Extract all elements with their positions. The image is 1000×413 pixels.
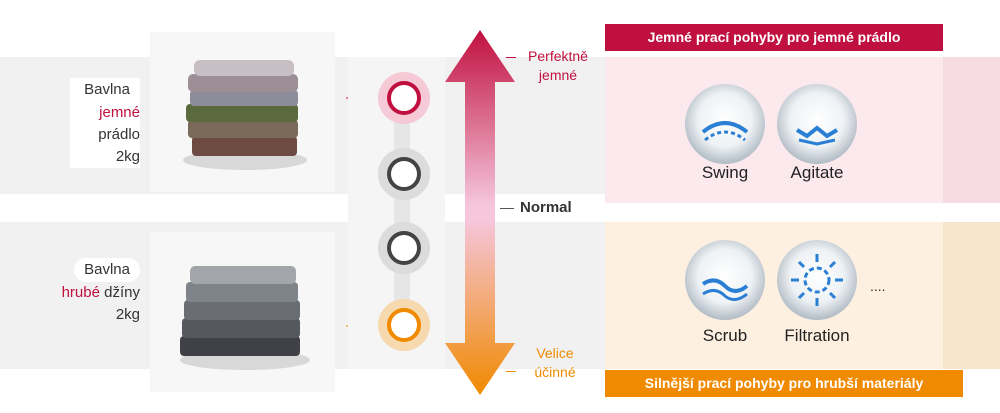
level-1-circle[interactable] [387,81,421,115]
delicates-card [150,32,335,192]
scale-middle-label: Normal [520,199,572,216]
mode-swing-label: Swing [701,163,749,182]
agitate-drum-icon [777,84,857,164]
jeans-card [150,232,335,392]
filtration-drum-icon [777,240,857,320]
scale-middle-tick [500,208,514,209]
gentle-modes-panel [605,57,943,203]
delicates-label: Bavlna jemné prádlo 2kg [70,78,140,168]
gentle-modes-banner: Jemné prací pohyby pro jemné prádlo [605,24,943,51]
jeans-type-highlight: hrubé [61,284,100,301]
scrub-drum-icon [685,240,765,320]
scale-top-tick [506,57,516,58]
gentle-modes-edge [943,57,1000,203]
delicates-type: prádlo [98,126,140,143]
mode-scrub-label: Scrub [702,326,748,345]
jeans-label: Bavlna hrubé džíny 2kg [55,258,140,326]
scale-bottom-tick [506,371,516,372]
delicates-weight: 2kg [115,148,140,165]
level-2-circle[interactable] [387,157,421,191]
delicates-type-highlight: jemné [99,104,140,121]
jeans-weight: 2kg [115,306,140,323]
level-3-circle[interactable] [387,231,421,265]
level-track [394,100,410,326]
scale-bottom-label: Velice účinné [534,345,576,380]
jeans-type: džíny [99,284,140,301]
more-modes-ellipsis: .... [870,278,886,294]
level-4-circle[interactable] [387,308,421,342]
scale-top-label: Perfektně jemné [528,48,588,83]
jeans-fabric: Bavlna [74,258,140,282]
strong-modes-banner: Silnější prací pohyby pro hrubší materiá… [605,370,963,397]
strong-modes-panel [605,222,943,369]
folded-clothes-image [183,60,307,170]
mode-filtration-label: Filtration [784,326,850,345]
intensity-double-arrow-icon [445,30,515,395]
swing-drum-icon [685,84,765,164]
jeans-image [180,266,310,370]
strong-modes-edge [943,222,1000,369]
delicates-fabric: Bavlna [74,78,140,102]
mode-agitate-label: Agitate [790,163,844,182]
